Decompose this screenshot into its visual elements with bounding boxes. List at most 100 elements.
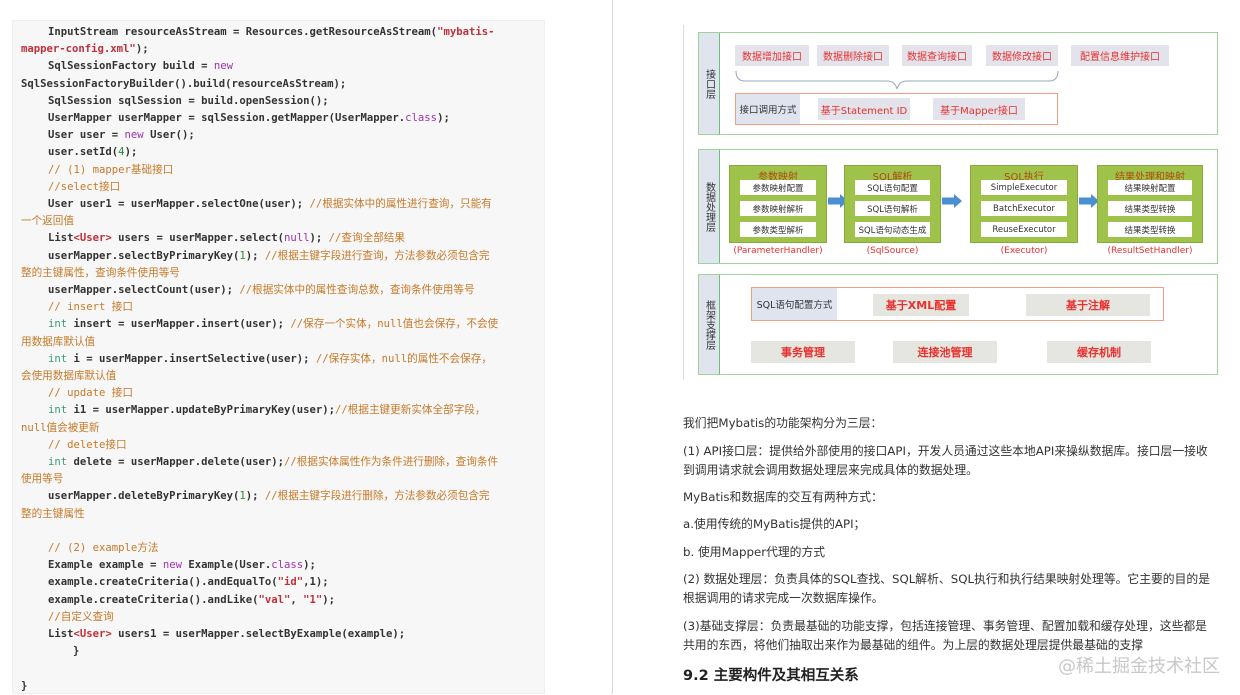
brace-icon bbox=[735, 71, 1059, 90]
code-token: // insert 接口 bbox=[48, 301, 133, 314]
stage-title: 参数映射 bbox=[758, 172, 798, 183]
paragraph: a.使用传统的MyBatis提供的API； bbox=[683, 517, 866, 531]
code-token: <User> bbox=[73, 628, 112, 640]
paragraph: (2) 数据处理层：负责具体的SQL查找、SQL解析、SQL执行和执行结果映射处… bbox=[683, 572, 1210, 605]
code-line: userMapper.selectCount(user); //根据实体中的属性… bbox=[48, 282, 475, 299]
code-token: } bbox=[73, 645, 80, 658]
code-token: int bbox=[48, 456, 68, 468]
code-line: example.createCriteria().andLike("val", … bbox=[48, 592, 335, 609]
code-token: //根据实体中的属性查询总数，查询条件使用等号 bbox=[239, 284, 475, 296]
code-token: class bbox=[271, 559, 304, 572]
code-token: Example(User. bbox=[181, 559, 272, 572]
stage-item: 结果类型转换 bbox=[1108, 201, 1192, 216]
code-line: // (1) mapper基础接口 bbox=[48, 162, 173, 179]
api-box: 配置信息维护接口 bbox=[1071, 45, 1169, 66]
config-box: 基于注解 bbox=[1026, 294, 1150, 316]
code-line: // delete接口 bbox=[48, 437, 127, 454]
code-token: "1" bbox=[303, 593, 323, 606]
code-token: List bbox=[48, 628, 74, 640]
code-token: int bbox=[48, 318, 68, 331]
stage-item: 参数映射解析 bbox=[740, 201, 816, 216]
code-line: // insert 接口 bbox=[48, 299, 133, 316]
code-line: int delete = userMapper.delete(user);//根… bbox=[48, 454, 498, 471]
code-token: ); bbox=[437, 112, 450, 124]
code-token: delete = userMapper.delete(user); bbox=[67, 456, 284, 468]
code-token: int bbox=[48, 352, 68, 365]
code-line: SqlSessionFactoryBuilder().build(resourc… bbox=[21, 76, 346, 93]
support-box: 事务管理 bbox=[751, 341, 855, 363]
code-line: 会使用数据库默认值 bbox=[21, 368, 116, 385]
code-token: "id" bbox=[277, 576, 304, 589]
sql-config-box: SQL语句配置方式 基于XML配置 基于注解 bbox=[751, 287, 1164, 321]
call-method-label: 接口调用方式 bbox=[736, 94, 800, 124]
code-line: 用数据库默认值 bbox=[21, 334, 95, 351]
code-token: SqlSessionFactoryBuilder().build(resourc… bbox=[21, 77, 347, 90]
code-line: 整的主键属性 bbox=[21, 506, 85, 523]
code-token: //select接口 bbox=[48, 180, 121, 193]
code-line: User user = new User(); bbox=[48, 127, 195, 144]
code-token: userMapper.selectCount(user); bbox=[48, 284, 240, 296]
code-line: //select接口 bbox=[48, 179, 120, 196]
code-token: ,1); bbox=[303, 576, 329, 589]
paragraph: b. 使用Mapper代理的方式 bbox=[683, 545, 826, 559]
code-token: users = userMapper.select( bbox=[111, 232, 285, 245]
code-token: //保存实体，null的属性不会保存， bbox=[315, 352, 492, 365]
stage-caption: (ParameterHandler) bbox=[733, 246, 823, 256]
stage-title: SQL解析 bbox=[872, 172, 913, 183]
arrow-right-icon bbox=[942, 194, 962, 208]
sql-config-label: SQL语句配置方式 bbox=[752, 288, 837, 320]
stage-title: SQL执行 bbox=[1004, 172, 1044, 183]
code-token: new bbox=[162, 559, 182, 572]
stage-title: 结果处理和映射 bbox=[1115, 172, 1185, 183]
code-token: ); bbox=[303, 559, 316, 572]
code-token: // (1) mapper基础接口 bbox=[48, 163, 174, 176]
code-line: SqlSessionFactory build = new bbox=[48, 58, 233, 75]
code-token: UserMapper userMapper = sqlSession.getMa… bbox=[48, 112, 406, 124]
code-token: ); bbox=[245, 249, 265, 262]
code-token: SqlSessionFactory build = bbox=[48, 60, 214, 73]
code-token: i = userMapper.insertSelective(user); bbox=[67, 352, 316, 365]
code-line: SqlSession sqlSession = build.openSessio… bbox=[48, 93, 329, 110]
paragraph: (3)基础支撑层：负责最基础的功能支撑，包括连接管理、事务管理、配置加载和缓存处… bbox=[683, 619, 1207, 652]
code-token: users1 = userMapper.selectByExample(exam… bbox=[111, 628, 406, 640]
stage-caption: (Executor) bbox=[1000, 246, 1048, 256]
code-line: InputStream resourceAsStream = Resources… bbox=[48, 24, 494, 41]
code-token: example.createCriteria().andLike( bbox=[48, 593, 259, 606]
paragraph: 我们把Mybatis的功能架构分为三层： bbox=[683, 416, 883, 430]
watermark: @稀土掘金技术社区 bbox=[1058, 656, 1220, 677]
code-line: // update 接口 bbox=[48, 385, 133, 402]
code-line: user.setId(4); bbox=[48, 144, 137, 161]
code-token: 用数据库默认值 bbox=[21, 335, 96, 348]
paragraph: MyBatis和数据库的交互有两种方式： bbox=[683, 490, 883, 504]
code-token: class bbox=[405, 112, 438, 124]
stage-item: SimpleExecutor bbox=[981, 180, 1067, 195]
code-line: } bbox=[21, 678, 27, 695]
stage-item: ReuseExecutor bbox=[981, 222, 1067, 237]
code-token: ); bbox=[309, 232, 329, 245]
code-token: user.setId( bbox=[48, 146, 119, 159]
arrow-right-icon bbox=[1079, 194, 1099, 208]
code-token: new bbox=[124, 129, 144, 142]
code-token: 4 bbox=[118, 146, 125, 159]
code-token: User(); bbox=[143, 129, 195, 142]
stage-box: 结果处理和映射结果映射配置结果类型转换结果类型转换 bbox=[1097, 165, 1203, 243]
code-token: null值会被更新 bbox=[21, 421, 100, 434]
code-token: "val" bbox=[258, 593, 291, 606]
code-token: , bbox=[290, 593, 304, 606]
api-box: 数据查询接口 bbox=[902, 45, 972, 66]
code-line: //自定义查询 bbox=[48, 609, 114, 626]
code-token: //根据实体中的属性进行查询，只能有 bbox=[309, 198, 492, 210]
code-line: null值会被更新 bbox=[21, 420, 99, 437]
code-token: new bbox=[213, 60, 233, 73]
code-line: userMapper.selectByPrimaryKey(1); //根据主键… bbox=[48, 248, 490, 265]
api-box: 数据增加接口 bbox=[735, 45, 809, 66]
stage-box: 参数映射参数映射配置参数映射解析参数类型解析 bbox=[729, 165, 827, 243]
code-token: int bbox=[48, 404, 68, 417]
code-token: userMapper.deleteByPrimaryKey( bbox=[48, 490, 240, 503]
call-method-box: 接口调用方式 基于Statement ID 基于Mapper接口 bbox=[735, 93, 1058, 125]
code-line: int i = userMapper.insertSelective(user)… bbox=[48, 351, 492, 368]
api-box: 数据修改接口 bbox=[986, 45, 1058, 66]
stage-item: 参数映射配置 bbox=[740, 180, 816, 195]
